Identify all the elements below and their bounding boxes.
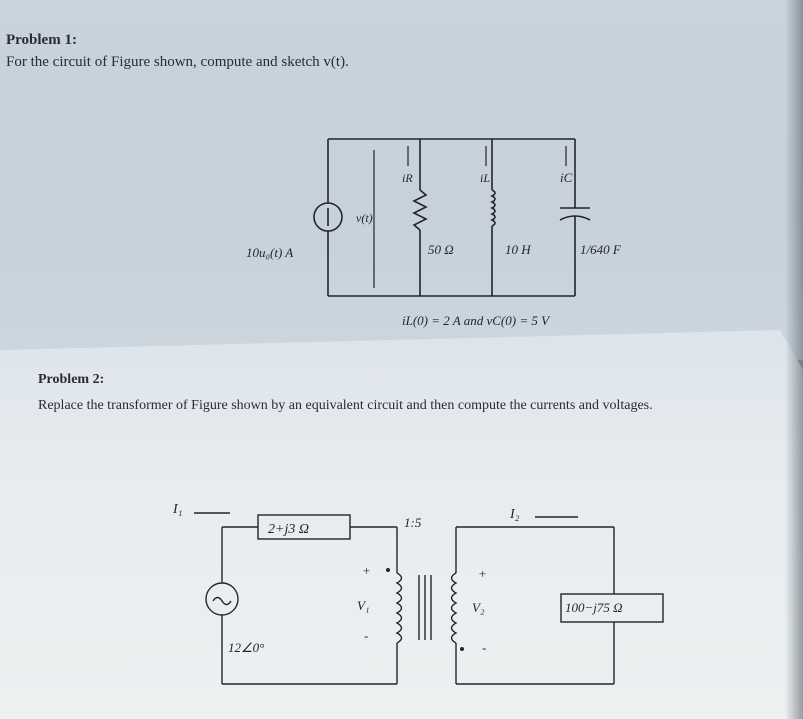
- V2-minus: -: [482, 640, 486, 655]
- V1-minus: -: [364, 628, 368, 643]
- iR-label: iR: [402, 171, 413, 185]
- source-label: 10u₀(t) A: [246, 245, 293, 260]
- I2-label: I₂: [509, 507, 520, 522]
- resistor-label: 50 Ω: [428, 242, 454, 257]
- I1-label: I₁: [172, 502, 183, 517]
- problem1-title: Problem 1:: [6, 32, 77, 48]
- secondary-dot: [460, 647, 464, 651]
- primary-coil: [395, 572, 403, 644]
- V2-plus: +: [478, 566, 487, 581]
- ac-source-wave: [212, 596, 232, 606]
- V2-label: V₂: [472, 600, 485, 615]
- voltage-label: v(t): [356, 211, 373, 225]
- load-impedance-label: 100−j75 Ω: [565, 600, 623, 615]
- transformer-circuit: [194, 512, 664, 685]
- secondary-coil: [450, 572, 458, 644]
- inductor-label: 10 H: [505, 242, 531, 257]
- turns-ratio-label: 1:5: [404, 515, 422, 530]
- iC-label: iC: [560, 170, 573, 185]
- problem2-page: [0, 330, 803, 719]
- problem1-page: [0, 0, 803, 360]
- rlc-circuit: [313, 138, 591, 297]
- ac-source-circle: [205, 582, 239, 616]
- capacitor-label: 1/640 F: [580, 242, 622, 257]
- source-value-label: 12∠0°: [228, 640, 264, 655]
- V1-plus: +: [362, 563, 371, 578]
- V1-label: V₁: [357, 598, 369, 613]
- problem2-title: Problem 2:: [38, 372, 105, 387]
- problem2-statement: Replace the transformer of Figure shown …: [38, 398, 653, 413]
- load-impedance-box: [560, 593, 664, 623]
- iL-label: iL: [480, 171, 490, 185]
- primary-dot: [386, 568, 390, 572]
- page-edge-shadow: [785, 0, 803, 719]
- primary-impedance-label: 2+j3 Ω: [268, 522, 309, 537]
- initial-conditions: iL(0) = 2 A and vC(0) = 5 V: [402, 313, 551, 328]
- problem1-statement: For the circuit of Figure shown, compute…: [6, 54, 349, 70]
- inductor-coil: [490, 189, 496, 227]
- resistor-zigzag: [412, 189, 428, 231]
